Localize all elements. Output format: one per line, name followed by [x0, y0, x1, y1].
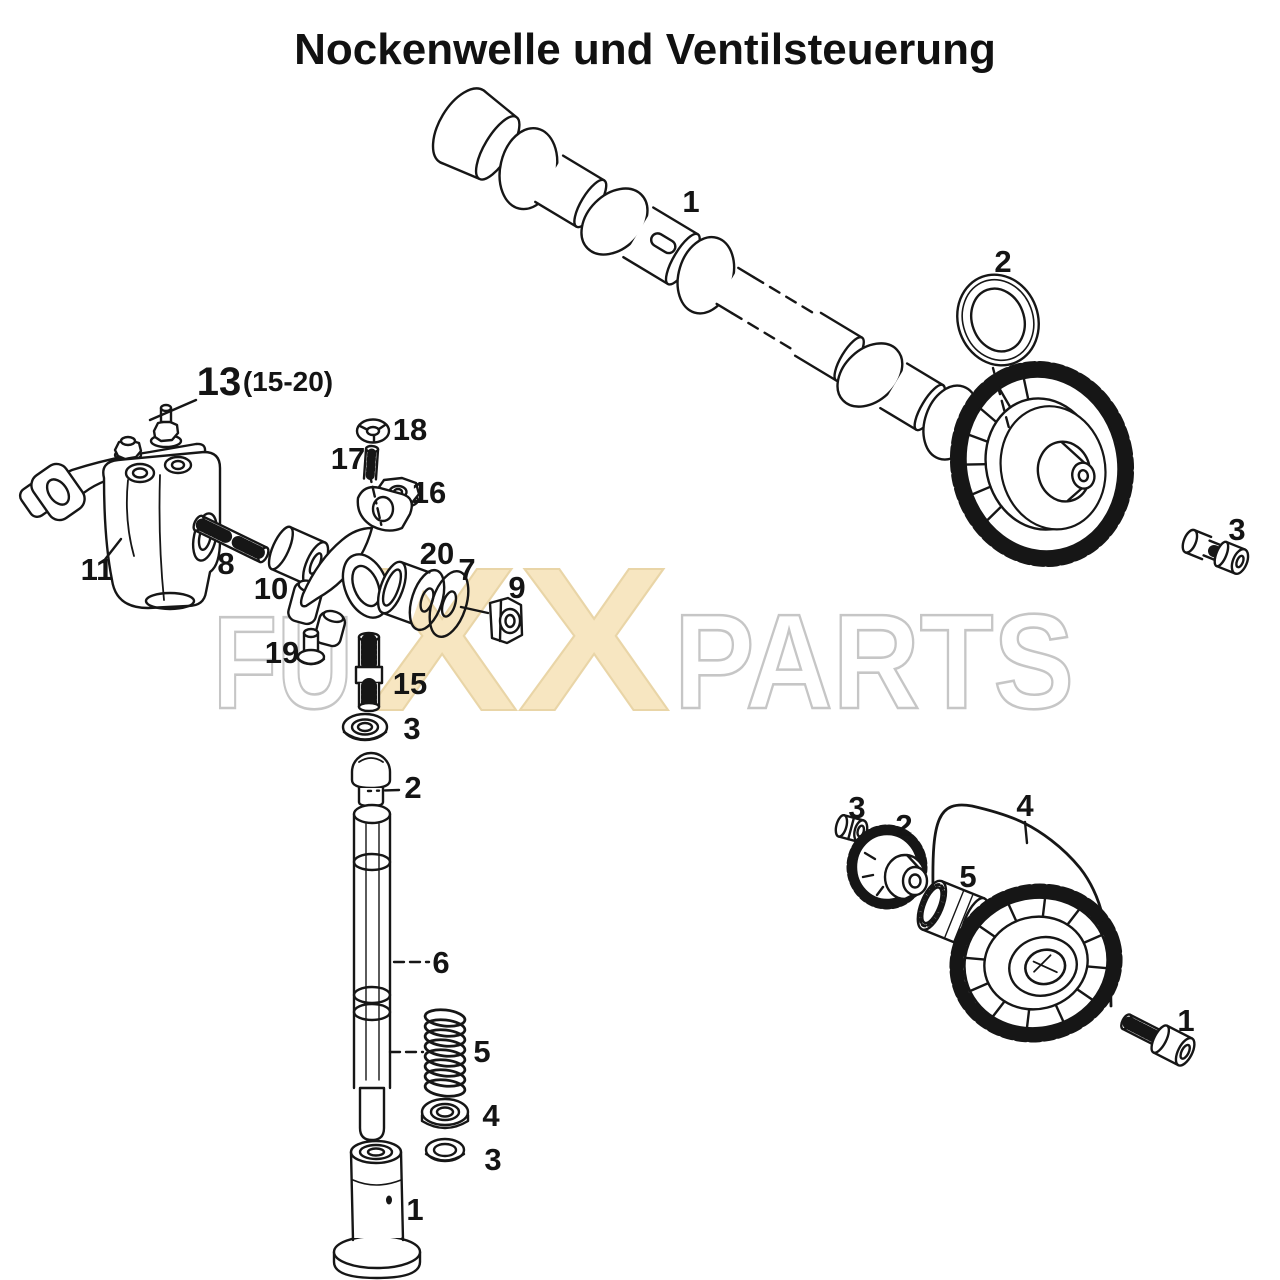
leader-lines: [101, 366, 1029, 1054]
hex-nut-9: [488, 596, 524, 645]
callout-6: 6: [432, 945, 449, 980]
adjusting-screw-15: [354, 631, 384, 713]
spring-washer-4: [420, 1097, 470, 1130]
callout-19: 19: [265, 635, 299, 670]
spring-seat-washer-3: [341, 712, 389, 742]
callout-5: 5: [473, 1034, 490, 1069]
callout-1: 1: [1177, 1003, 1194, 1038]
camshaft-screw: [1181, 528, 1250, 576]
leader-line: [101, 537, 123, 564]
callout-4: 4: [482, 1098, 500, 1133]
callout-5: 5: [959, 859, 976, 894]
rocker-bracket: [102, 450, 222, 611]
callout-(15-20): (15-20): [243, 366, 333, 397]
leader-line: [366, 788, 401, 793]
callout-1: 1: [682, 184, 699, 219]
set-screw-17: [362, 444, 380, 482]
watermark-xx: XX: [366, 525, 670, 754]
valve-cap-2: [350, 751, 392, 808]
camshaft-seal-ring: [956, 273, 1040, 367]
callout-3: 3: [848, 790, 865, 825]
leader-line: [991, 366, 1011, 430]
callout-2: 2: [404, 770, 421, 805]
callout-1: 1: [406, 1192, 423, 1227]
callout-16: 16: [412, 475, 446, 510]
washer-3-lower: [424, 1137, 466, 1163]
pushrod-6: [352, 803, 392, 1142]
callout-20: 20: [420, 536, 454, 571]
valve-tappet-1: [332, 1139, 422, 1280]
bushing-20: [376, 560, 431, 625]
spacer-roller: [267, 525, 330, 587]
callout-7: 7: [458, 552, 475, 587]
stud-bolt: [192, 514, 270, 564]
idler-gear-4: [949, 883, 1123, 1043]
callout-18: 18: [393, 412, 427, 447]
spring-washer-7: [408, 568, 470, 638]
watermark-parts: PARTS: [674, 586, 1074, 737]
leader-line: [148, 398, 198, 422]
callout-3: 3: [1228, 512, 1245, 547]
callout-13: 13: [197, 360, 242, 404]
callout-2: 2: [895, 808, 912, 843]
camshaft-gear: [949, 360, 1135, 568]
leader-line: [369, 478, 384, 530]
callout-8: 8: [217, 546, 234, 581]
callout-3: 3: [403, 711, 420, 746]
lock-nut-18: [355, 418, 391, 444]
callout-4: 4: [1016, 788, 1034, 823]
callout-17: 17: [331, 441, 365, 476]
callout-9: 9: [508, 570, 525, 605]
valve-spring-5: [423, 1008, 467, 1098]
leader-line: [1023, 820, 1029, 845]
page-title: Nockenwelle und Ventilsteuerung: [294, 25, 996, 74]
leader-line: [459, 605, 490, 615]
callout-10: 10: [254, 571, 288, 606]
callout-2: 2: [994, 244, 1011, 279]
callout-11: 11: [81, 552, 114, 587]
idler-hub-gear-2: [846, 824, 929, 910]
pin-19: [296, 627, 326, 666]
callout-15: 15: [393, 666, 427, 701]
callout-3: 3: [484, 1142, 501, 1177]
idler-bolt-1: [1120, 1013, 1196, 1067]
